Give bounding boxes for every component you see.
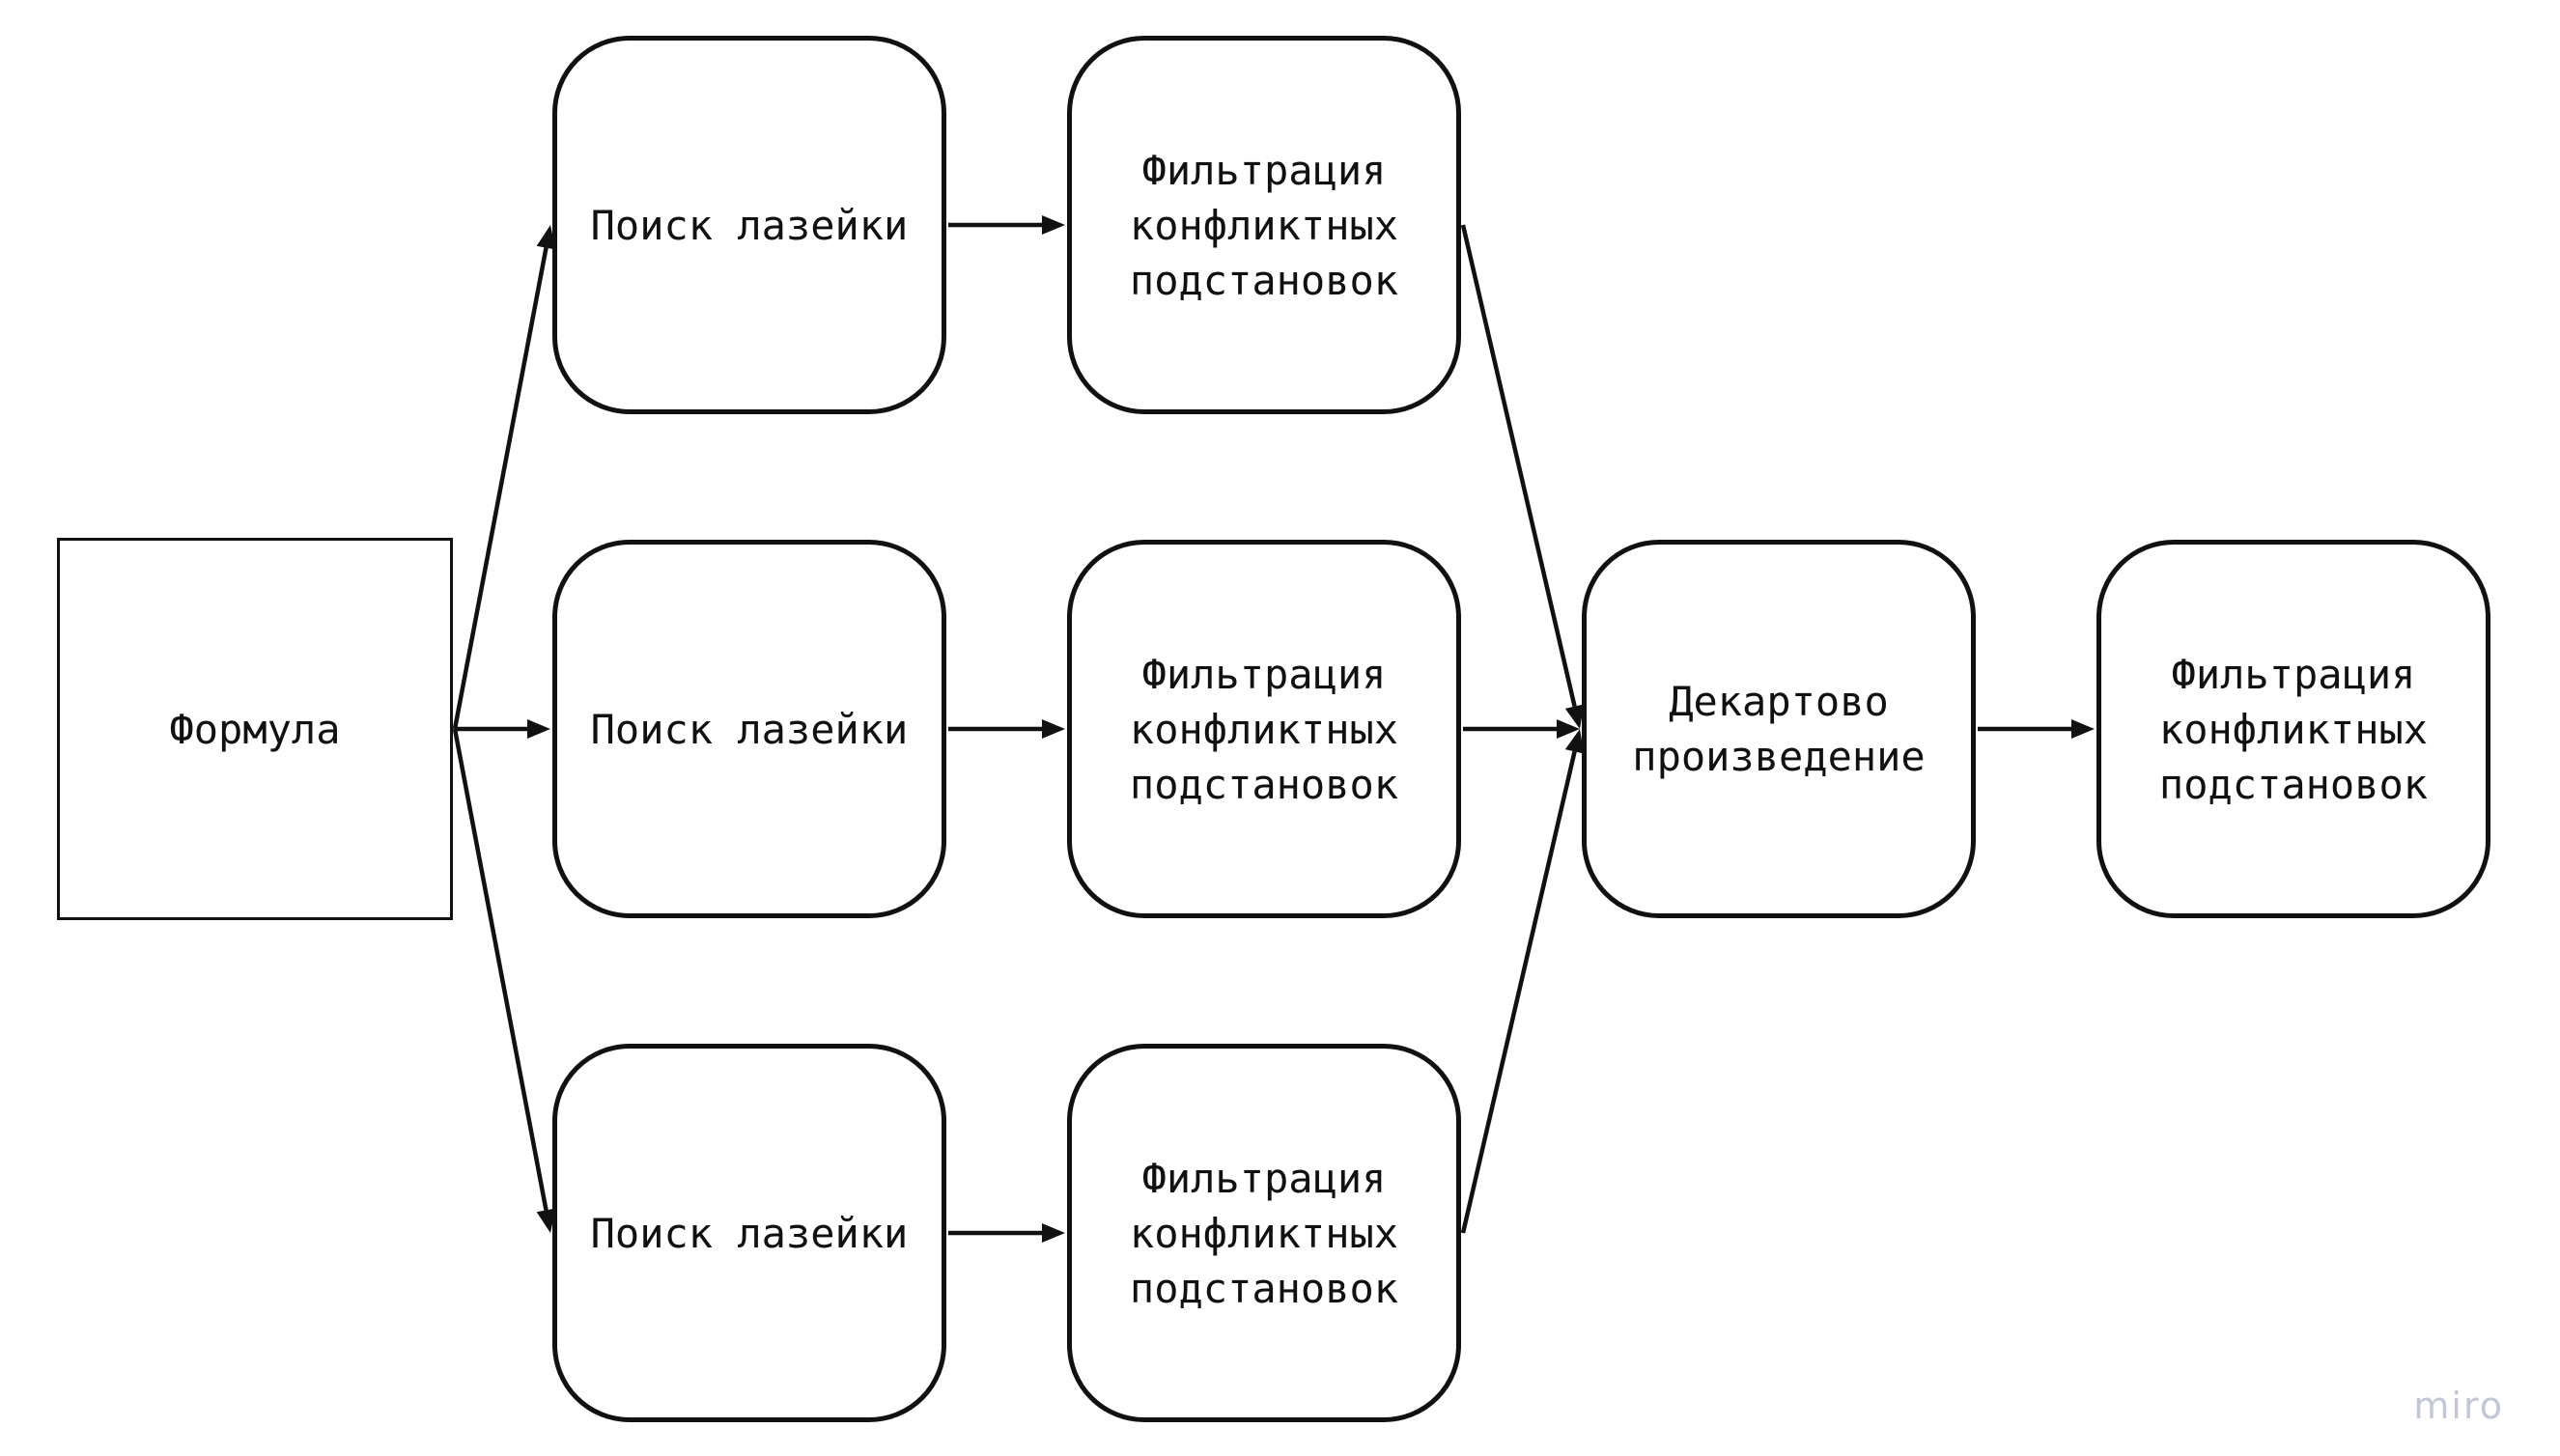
arrowhead-formula-to-search_1 <box>536 225 556 250</box>
edge-formula-to-search_3 <box>452 728 549 1211</box>
edge-filter_1-to-cartesian <box>1460 224 1577 708</box>
arrowhead-filter_3-to-cartesian <box>1564 729 1585 754</box>
arrowhead-filter_1-to-cartesian <box>1564 704 1585 729</box>
node-filter-2: Фильтрация конфликтных подстановок <box>1067 540 1461 918</box>
miro-watermark: miro <box>2413 1385 2504 1427</box>
arrowhead-formula-to-search_3 <box>536 1208 556 1233</box>
node-search-3: Поиск лазейки <box>552 1044 946 1422</box>
arrowhead-formula-to-search_2 <box>527 719 550 739</box>
arrowhead-filter_2-to-cartesian <box>1557 719 1580 739</box>
node-filter-1: Фильтрация конфликтных подстановок <box>1067 36 1461 414</box>
node-search-1: Поиск лазейки <box>552 36 946 414</box>
arrowhead-search_2-to-filter_2 <box>1042 719 1065 739</box>
node-formula: Формула <box>57 538 453 920</box>
node-search-2: Поиск лазейки <box>552 540 946 918</box>
edge-filter_3-to-cartesian <box>1460 750 1577 1234</box>
node-filter-3: Фильтрация конфликтных подстановок <box>1067 1044 1461 1422</box>
arrowhead-search_1-to-filter_1 <box>1042 215 1065 235</box>
arrowhead-cartesian-to-filter_final <box>2071 719 2095 739</box>
node-cartesian-product: Декартово произведение <box>1582 540 1976 918</box>
arrowhead-search_3-to-filter_3 <box>1042 1223 1065 1243</box>
node-filter-final: Фильтрация конфликтных подстановок <box>2096 540 2490 918</box>
edge-formula-to-search_1 <box>452 247 549 730</box>
